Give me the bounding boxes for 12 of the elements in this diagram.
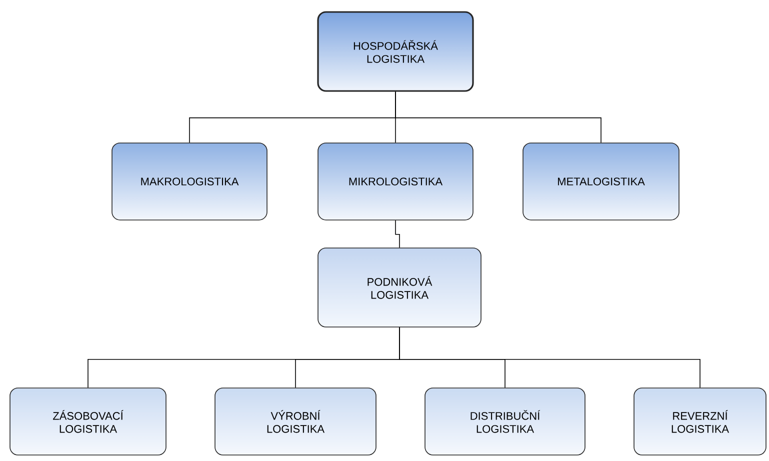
org-box: PODNIKOVÁ LOGISTIKA xyxy=(318,248,482,328)
org-box: DISTRIBUČNÍ LOGISTIKA xyxy=(424,388,586,456)
connector-line xyxy=(395,220,400,248)
org-box: ZÁSOBOVACÍ LOGISTIKA xyxy=(10,388,166,456)
org-box: MIKROLOGISTIKA xyxy=(318,142,474,220)
org-box: REVERZNÍ LOGISTIKA xyxy=(634,388,766,456)
org-box: HOSPODÁŘSKÁ LOGISTIKA xyxy=(317,11,474,92)
org-box: METALOGISTIKA xyxy=(522,142,680,220)
org-box: MAKROLOGISTIKA xyxy=(112,142,268,220)
connector-line xyxy=(399,327,700,388)
connector-line xyxy=(395,91,602,143)
org-box: VÝROBNÍ LOGISTIKA xyxy=(214,388,376,456)
